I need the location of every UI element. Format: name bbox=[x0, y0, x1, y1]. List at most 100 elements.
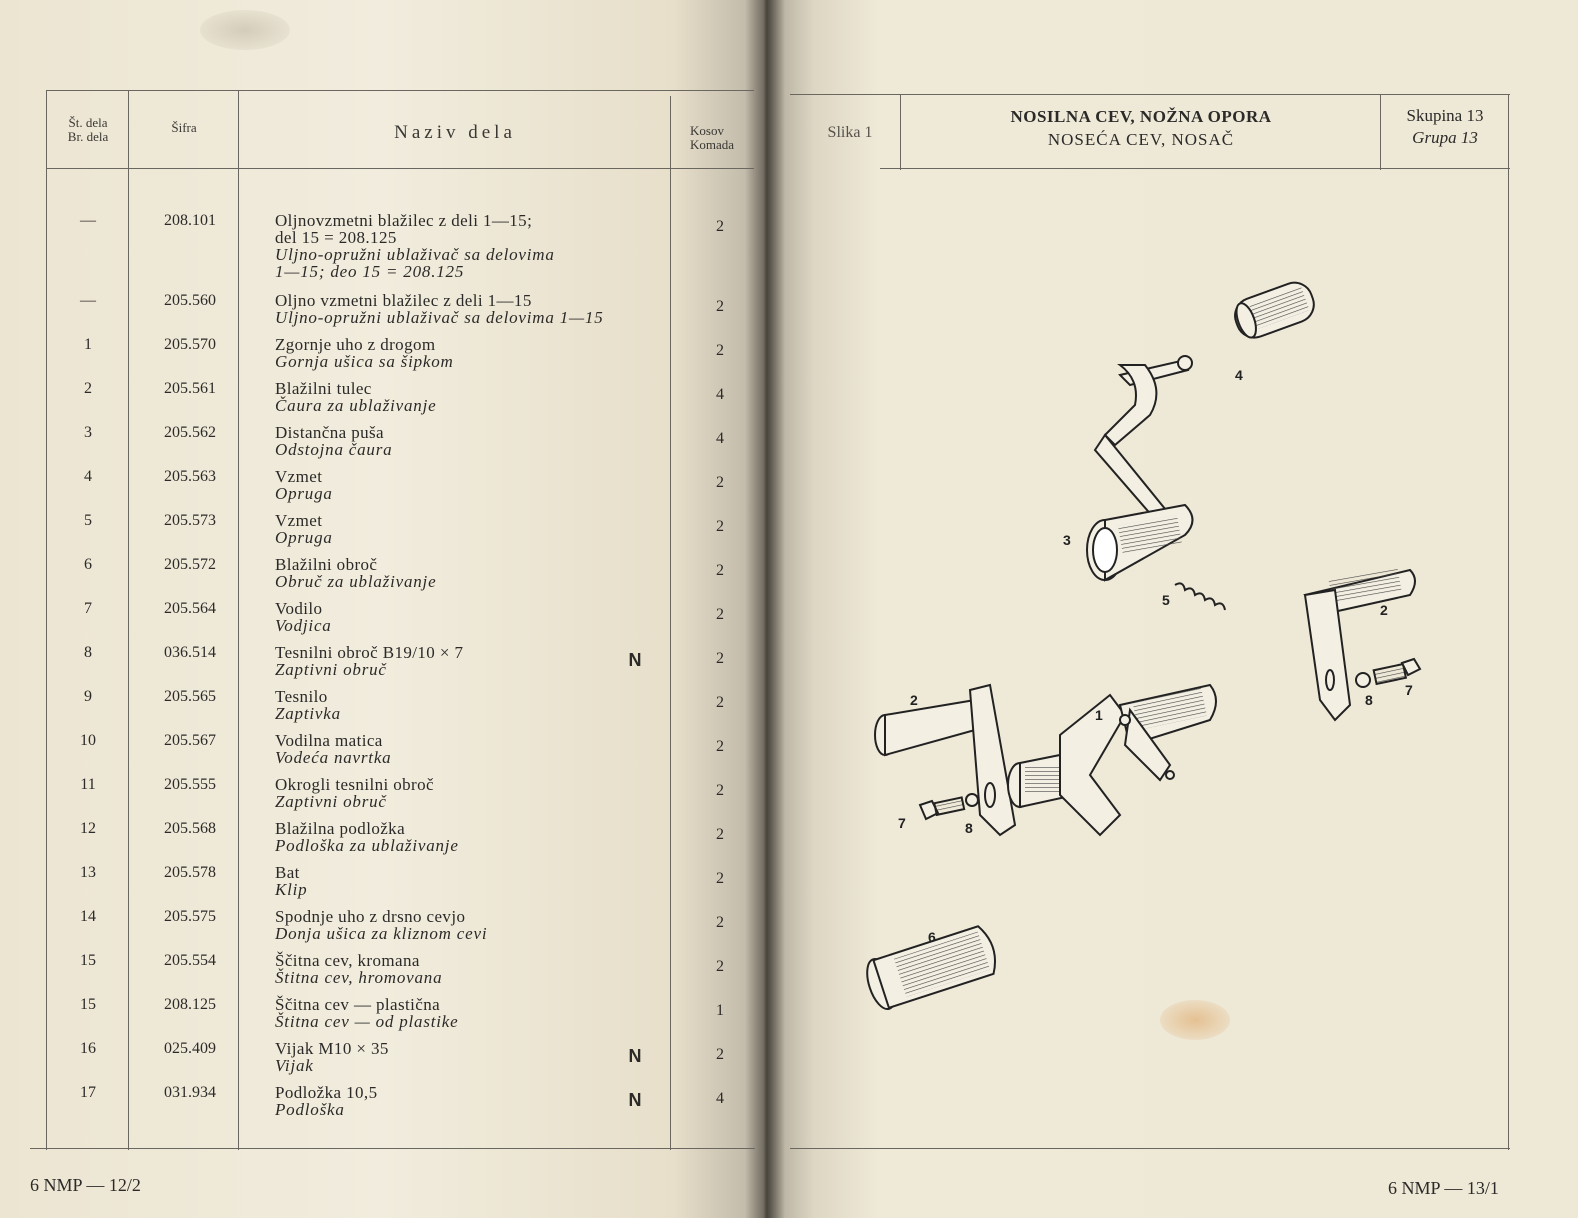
part-name-sl: Tesnilni obroč B19/10 × 7 bbox=[275, 643, 464, 662]
part-quantity: 2 bbox=[716, 474, 724, 491]
part-name-hr: Zaptivni obruč bbox=[275, 792, 387, 811]
part-quantity: 4 bbox=[716, 386, 724, 403]
part-code: 205.565 bbox=[164, 688, 216, 705]
part-number: — bbox=[80, 292, 96, 309]
part-quantity: 2 bbox=[716, 218, 724, 235]
part-number: 15 bbox=[80, 996, 96, 1013]
part-number: 6 bbox=[84, 556, 92, 573]
part-name-sl: Zgornje uho z drogom bbox=[275, 335, 436, 354]
part-code: 205.563 bbox=[164, 468, 216, 485]
callout-7-left: 7 bbox=[898, 815, 906, 831]
figure-subtitle: NOSEĆA CEV, NOSAČ bbox=[1047, 130, 1235, 149]
part-number: 3 bbox=[84, 424, 92, 441]
part-name: Oljnovzmetni blažilec z deli 1—15; del 1… bbox=[275, 212, 665, 280]
part-name-hr: Odstojna čaura bbox=[275, 440, 393, 459]
callout-3: 3 bbox=[1063, 532, 1071, 548]
part-name-sl: Vodilna matica bbox=[275, 731, 383, 750]
part-number: 4 bbox=[84, 468, 92, 485]
part-number: 15 bbox=[80, 952, 96, 969]
norm-part-flag: N bbox=[628, 1090, 642, 1110]
part-code: 025.409 bbox=[164, 1040, 216, 1057]
part-name-hr: Zaptivni obruč bbox=[275, 660, 387, 679]
part-quantity: 2 bbox=[716, 562, 724, 579]
part-name-hr: Vodjica bbox=[275, 616, 332, 635]
part-code: 208.125 bbox=[164, 996, 216, 1013]
part-quantity: 2 bbox=[716, 518, 724, 535]
part-name-hr: Obruč za ublaživanje bbox=[275, 572, 437, 591]
part-name-sl-cont: del 15 = 208.125 bbox=[275, 228, 397, 247]
part-name-sl: Blažilna podložka bbox=[275, 819, 406, 838]
part-name-sl: Distančna puša bbox=[275, 423, 384, 442]
part-code: 205.573 bbox=[164, 512, 216, 529]
exploded-parts-illustration: 4 3 5 2 7 8 2 1 7 8 6 bbox=[866, 281, 1422, 1011]
part-name-sl: Vzmet bbox=[275, 511, 323, 530]
part-name-sl: Bat bbox=[275, 863, 300, 882]
part-number: 8 bbox=[84, 644, 92, 661]
part-name-hr-cont: 1—15; deo 15 = 208.125 bbox=[275, 262, 465, 281]
part-name-hr: Čaura za ublaživanje bbox=[275, 396, 437, 415]
part-name-hr: Podloška bbox=[275, 1100, 345, 1119]
part-name-hr: Vodeća navrtka bbox=[275, 748, 392, 767]
part-quantity: 2 bbox=[716, 1046, 724, 1063]
header-name: Naziv dela bbox=[394, 122, 516, 143]
part-name-sl: Okrogli tesnilni obroč bbox=[275, 775, 434, 794]
part-code: 208.101 bbox=[164, 212, 216, 229]
part-code: 205.554 bbox=[164, 952, 216, 969]
group-label-hr: Grupa 13 bbox=[1412, 128, 1478, 147]
part-number: 1 bbox=[84, 336, 92, 353]
part-name-sl: Oljno vzmetni blažilec z deli 1—15 bbox=[275, 291, 532, 310]
part-code: 205.567 bbox=[164, 732, 216, 749]
part-name-hr: Uljno-opružni ublaživač sa delovima 1—15 bbox=[275, 308, 604, 327]
part-number: 5 bbox=[84, 512, 92, 529]
part-quantity: 1 bbox=[716, 1002, 724, 1019]
part-code: 205.575 bbox=[164, 908, 216, 925]
part-number: 11 bbox=[80, 776, 96, 793]
part-number: 7 bbox=[84, 600, 92, 617]
part-name-hr: Uljno-opružni ublaživač sa delovima bbox=[275, 245, 555, 264]
part-quantity: 2 bbox=[716, 606, 724, 623]
part-quantity: 2 bbox=[716, 914, 724, 931]
part-quantity: 2 bbox=[716, 694, 724, 711]
group-label: Skupina 13 bbox=[1406, 106, 1484, 125]
part-name-sl: Vijak M10 × 35 bbox=[275, 1039, 389, 1058]
part-name-sl: Vodilo bbox=[275, 599, 323, 618]
part-number: 2 bbox=[84, 380, 92, 397]
part-name-hr: Gornja ušica sa šipkom bbox=[275, 352, 454, 371]
callout-2-left: 2 bbox=[910, 692, 918, 708]
part-number: 14 bbox=[80, 908, 96, 925]
callout-6: 6 bbox=[928, 929, 936, 945]
part-number: 9 bbox=[84, 688, 92, 705]
part-code: 205.564 bbox=[164, 600, 216, 617]
table-row: — 205.560 Oljno vzmetni blažilec z deli 1—… bbox=[40, 292, 740, 336]
callout-2-right: 2 bbox=[1380, 602, 1388, 618]
callout-5: 5 bbox=[1162, 592, 1170, 608]
part-number: 17 bbox=[80, 1084, 96, 1101]
paper-stain bbox=[1160, 1000, 1230, 1040]
part-code: 205.560 bbox=[164, 292, 216, 309]
callout-4: 4 bbox=[1235, 367, 1243, 383]
part-code: 205.555 bbox=[164, 776, 216, 793]
